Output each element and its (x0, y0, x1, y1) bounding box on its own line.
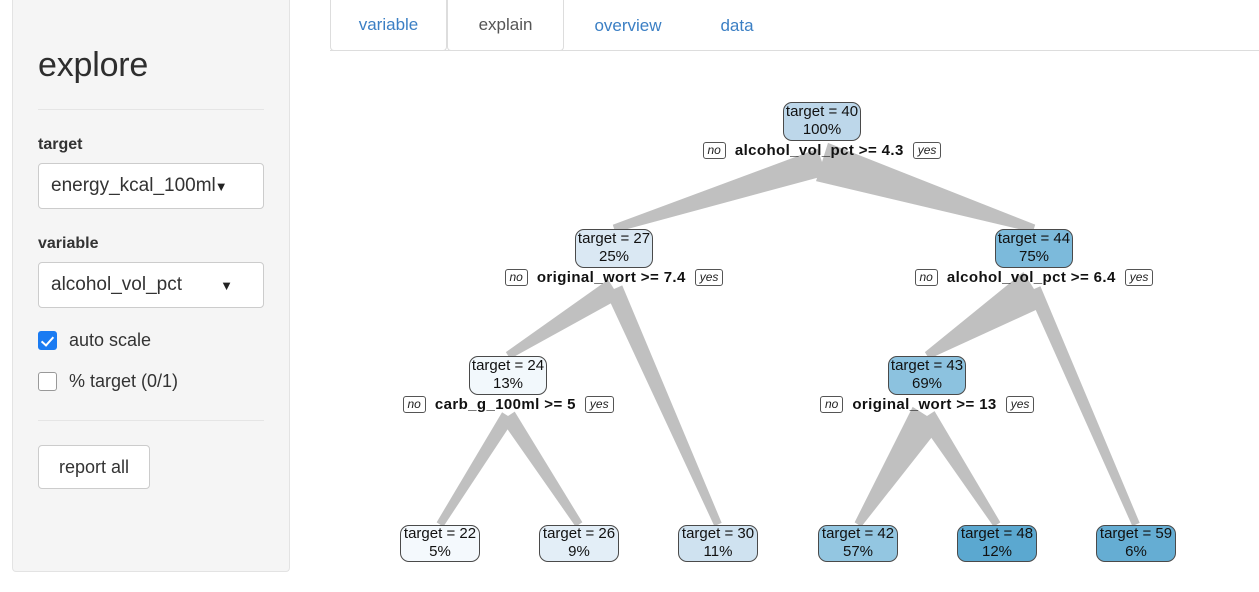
tree-split-label: no original_wort >= 13 yes (820, 396, 1035, 414)
tab-variable[interactable]: variable (330, 0, 447, 51)
split-no-chip: no (504, 269, 528, 287)
tree-split-label: no alcohol_vol_pct >= 4.3 yes (702, 142, 942, 160)
auto-scale-row[interactable]: auto scale (38, 330, 264, 351)
tab-explain[interactable]: explain (447, 0, 564, 51)
pct-target-checkbox[interactable] (38, 372, 57, 391)
pct-target-label: % target (0/1) (69, 371, 179, 391)
variable-label: variable (38, 235, 99, 252)
tree-node-value: target = 44 (997, 230, 1071, 248)
tab-underline (330, 50, 1259, 51)
sidebar-panel: explore target energy_kcal_100ml ▼ varia… (12, 0, 290, 572)
tree-edge (505, 279, 620, 359)
tree-node-percent: 5% (429, 543, 451, 560)
split-condition: carb_g_100ml >= 5 (434, 396, 576, 414)
tree-node-value: target = 27 (577, 230, 651, 248)
tree-split-label: no alcohol_vol_pct >= 6.4 yes (914, 269, 1154, 287)
pct-target-row[interactable]: % target (0/1) (38, 371, 264, 392)
auto-scale-checkbox[interactable] (38, 331, 57, 350)
tree-edge (854, 406, 942, 527)
tab-overview[interactable]: overview (594, 15, 662, 35)
tree-node-percent: 75% (1018, 248, 1050, 265)
split-condition: original_wort >= 13 (852, 396, 997, 414)
variable-select-value: alcohol_vol_pct (51, 274, 182, 295)
tree-node-value: target = 48 (960, 525, 1034, 543)
tree-node-percent: 69% (911, 375, 943, 392)
tree-node-value: target = 59 (1099, 525, 1173, 543)
target-select-value: energy_kcal_100ml (51, 175, 216, 196)
split-yes-chip: yes (694, 269, 724, 287)
tab-data[interactable]: data (720, 15, 754, 35)
tree-node-percent: 12% (981, 543, 1013, 560)
tree-node-percent: 57% (842, 543, 874, 560)
split-yes-chip: yes (1124, 269, 1154, 287)
variable-select[interactable]: alcohol_vol_pct ▼ (38, 262, 264, 308)
split-no-chip: no (702, 142, 726, 160)
auto-scale-label: auto scale (69, 330, 152, 350)
tree-node-value: target = 24 (471, 357, 545, 375)
split-no-chip: no (402, 396, 426, 414)
split-yes-chip: yes (912, 142, 942, 160)
tree-edge (924, 272, 1045, 359)
tree-split-label: no original_wort >= 7.4 yes (504, 269, 724, 287)
split-condition: original_wort >= 7.4 (536, 269, 686, 287)
tree-edge-layer (436, 142, 1140, 527)
tree-node-value: target = 42 (821, 525, 895, 543)
tree-edge (816, 142, 1036, 233)
tree-node-percent: 11% (703, 543, 733, 560)
tree-node-value: target = 22 (403, 525, 477, 543)
tree-node-percent: 6% (1125, 543, 1147, 560)
report-all-button[interactable]: report all (38, 445, 150, 489)
tree-node-percent: 9% (568, 543, 590, 560)
sidebar-divider-top (38, 109, 264, 110)
tree-node-value: target = 43 (890, 357, 964, 375)
tree-edge (1027, 286, 1140, 527)
sidebar-divider-bottom (38, 420, 264, 421)
tree-node-percent: 25% (598, 248, 630, 265)
split-yes-chip: yes (584, 396, 614, 414)
tree-node-percent: 100% (802, 121, 842, 138)
tree-edge (501, 411, 583, 527)
split-condition: alcohol_vol_pct >= 4.3 (734, 142, 904, 160)
split-yes-chip: yes (1005, 396, 1035, 414)
tree-edge (436, 412, 514, 527)
tree-edge (612, 148, 827, 233)
tree-edge (919, 411, 1001, 527)
tab-bar: variable explain overview data (330, 0, 1259, 51)
split-condition: alcohol_vol_pct >= 6.4 (946, 269, 1116, 287)
tree-node-value: target = 26 (542, 525, 616, 543)
chevron-down-icon: ▼ (220, 277, 233, 293)
tree-split-label: no carb_g_100ml >= 5 yes (402, 396, 614, 414)
target-label: target (38, 136, 83, 153)
page-title: explore (38, 46, 149, 84)
tree-node-value: target = 30 (681, 525, 755, 543)
target-select[interactable]: energy_kcal_100ml ▼ (38, 163, 264, 209)
tree-node-value: target = 40 (785, 103, 859, 121)
split-no-chip: no (914, 269, 938, 287)
chevron-down-icon: ▼ (214, 178, 228, 194)
tree-edge (605, 285, 722, 527)
split-no-chip: no (820, 396, 844, 414)
tree-node-percent: 13% (492, 375, 524, 392)
